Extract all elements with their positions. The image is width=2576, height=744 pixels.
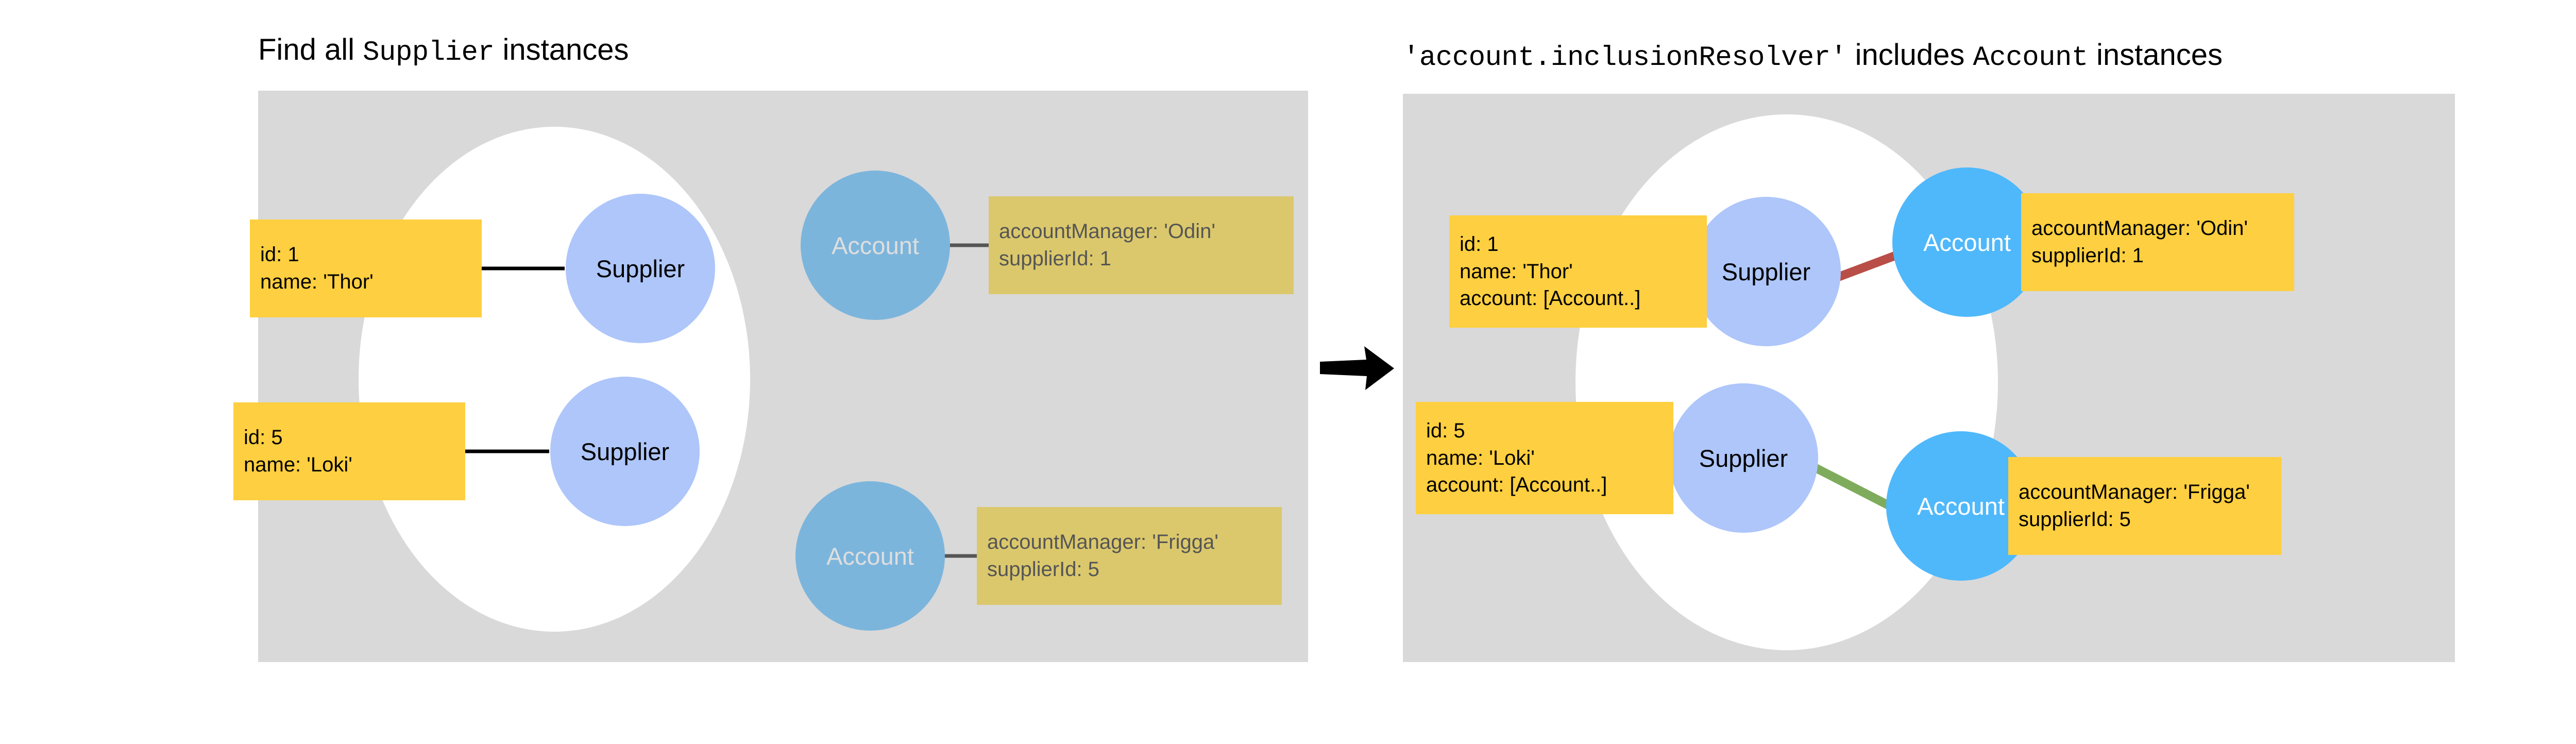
- left-title-mono: Supplier: [363, 37, 495, 69]
- supplier-box-5-line-0: id: 5: [244, 426, 283, 449]
- right-panel: Supplier Supplier Account Account id: 1 …: [1403, 94, 2455, 662]
- node-account-5-label: Account: [1917, 492, 2005, 520]
- supplier-box-1-line-1: name: 'Thor': [260, 270, 374, 293]
- account-box-1[interactable]: accountManager: 'Odin' supplierId: 1: [2021, 193, 2294, 291]
- arrow-right-icon: [1320, 346, 1394, 390]
- account-box-1[interactable]: accountManager: 'Odin' supplierId: 1: [989, 196, 1294, 294]
- supplier-box-1-line-2: account: [Account..]: [1460, 287, 1641, 310]
- node-account-1-label: Account: [1923, 228, 2011, 256]
- right-title-mono-suffix: Account: [1973, 42, 2088, 74]
- account-box-5-line-0: accountManager: 'Frigga': [2019, 481, 2250, 504]
- right-panel-title: 'account.inclusionResolver' includes Acc…: [1403, 40, 2223, 72]
- left-title-prefix: Find all: [258, 33, 363, 66]
- node-account-1[interactable]: Account: [801, 171, 950, 320]
- supplier-box-1[interactable]: id: 1 name: 'Thor': [250, 219, 482, 317]
- node-supplier-1-label: Supplier: [1721, 258, 1811, 285]
- node-supplier-1[interactable]: Supplier: [1691, 197, 1841, 346]
- supplier-box-5-line-1: name: 'Loki': [244, 453, 352, 476]
- account-box-1-line-1: supplierId: 1: [999, 247, 1111, 270]
- account-box-5[interactable]: accountManager: 'Frigga' supplierId: 5: [2008, 457, 2281, 555]
- supplier-box-1-line-1: name: 'Thor': [1460, 260, 1573, 283]
- supplier-box-5[interactable]: id: 5 name: 'Loki': [233, 402, 465, 500]
- left-panel-title: Find all Supplier instances: [258, 35, 629, 67]
- node-account-5-label: Account: [826, 542, 914, 570]
- node-supplier-1[interactable]: Supplier: [566, 194, 715, 343]
- node-account-1-label: Account: [832, 231, 919, 259]
- account-box-1-line-0: accountManager: 'Odin': [999, 220, 1215, 243]
- right-title-middle: includes: [1846, 38, 1973, 72]
- node-account-1[interactable]: Account: [1892, 167, 2042, 317]
- supplier-box-1-line-0: id: 1: [1460, 232, 1499, 256]
- supplier-box-1-line-0: id: 1: [260, 243, 299, 266]
- supplier-group-highlight: [359, 127, 750, 632]
- right-title-suffix: instances: [2088, 38, 2223, 72]
- account-box-5-line-0: accountManager: 'Frigga': [987, 531, 1218, 554]
- supplier-box-5-line-0: id: 5: [1426, 419, 1465, 442]
- account-box-1-line-0: accountManager: 'Odin': [2031, 217, 2248, 240]
- node-supplier-5[interactable]: Supplier: [550, 377, 700, 526]
- node-supplier-5-label: Supplier: [580, 437, 670, 465]
- account-box-5-line-1: supplierId: 5: [2019, 508, 2131, 531]
- supplier-box-5-line-1: name: 'Loki': [1426, 446, 1535, 469]
- node-account-5[interactable]: Account: [1886, 431, 2036, 581]
- supplier-box-5-line-2: account: [Account..]: [1426, 474, 1607, 497]
- left-panel: Supplier Supplier Account Account id: 1 …: [233, 91, 1308, 662]
- right-title-mono-prefix: 'account.inclusionResolver': [1403, 42, 1847, 74]
- supplier-box-5[interactable]: id: 5 name: 'Loki' account: [Account..]: [1416, 402, 1673, 514]
- node-supplier-5-label: Supplier: [1699, 444, 1788, 472]
- left-title-suffix: instances: [494, 33, 629, 66]
- account-box-1-line-1: supplierId: 1: [2031, 244, 2144, 267]
- account-box-5[interactable]: accountManager: 'Frigga' supplierId: 5: [977, 507, 1282, 605]
- node-supplier-1-label: Supplier: [596, 255, 685, 282]
- supplier-box-1[interactable]: id: 1 name: 'Thor' account: [Account..]: [1449, 215, 1707, 328]
- node-account-5[interactable]: Account: [795, 481, 945, 631]
- node-supplier-5[interactable]: Supplier: [1669, 383, 1818, 533]
- account-box-5-line-1: supplierId: 5: [987, 558, 1099, 581]
